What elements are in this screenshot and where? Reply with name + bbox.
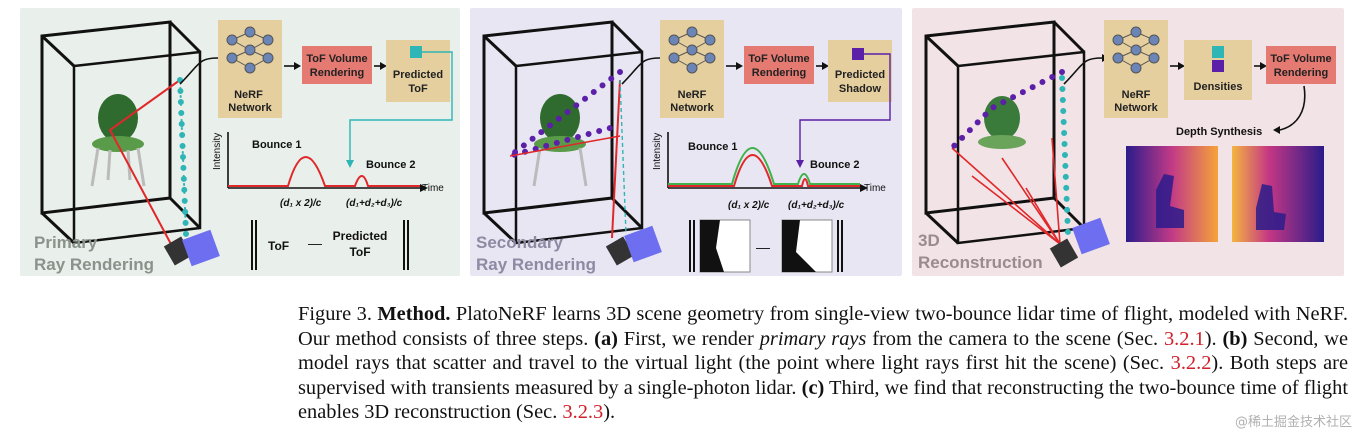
neural-net-icon	[668, 26, 716, 74]
teal-dots	[179, 79, 187, 235]
svg-text:ToF: ToF	[268, 239, 289, 253]
figure-number: Figure 3.	[298, 303, 372, 325]
neural-net-icon	[1112, 26, 1160, 74]
depth-map-2	[1232, 146, 1324, 242]
tof-volume-rendering-box	[302, 46, 372, 84]
svg-text:Bounce 1: Bounce 1	[688, 141, 738, 153]
svg-text:Intensity: Intensity	[652, 133, 663, 170]
section-ref-link[interactable]: 3.2.1	[1163, 327, 1205, 350]
neural-net-icon	[226, 26, 274, 74]
depth-map-1	[1126, 146, 1218, 242]
lidar-camera	[605, 225, 662, 266]
svg-text:Bounce 2: Bounce 2	[366, 159, 416, 171]
svg-text:(d₁+d₂+d₃)/c: (d₁+d₂+d₃)/c	[346, 198, 403, 209]
transient-plot: Intensity Time Bounce 1 Bounce 2 (d₁ x 2…	[652, 132, 886, 211]
tof-volume-rendering-box	[1266, 46, 1336, 84]
svg-text:—: —	[756, 239, 770, 255]
network-label-1: NeRF	[234, 89, 263, 101]
figure-caption: Figure 3. Method. PlatoNeRF learns 3D sc…	[298, 303, 1349, 424]
svg-text:Bounce 1: Bounce 1	[252, 139, 302, 151]
svg-text:(d₁ x 2)/c: (d₁ x 2)/c	[280, 198, 322, 209]
chair-image	[532, 94, 588, 187]
svg-text:NeRF Network: NeRF Network	[228, 89, 272, 114]
shadow-loss: —	[689, 219, 843, 273]
scene-cube	[482, 20, 644, 245]
purple-dots	[508, 69, 623, 159]
section-ref-link[interactable]: 3.2.2	[1170, 352, 1212, 375]
svg-text:Bounce 2: Bounce 2	[810, 159, 860, 171]
network-label-2: Network	[228, 102, 272, 114]
primary-ray	[108, 79, 181, 247]
scene-cube	[40, 20, 202, 245]
chair-image	[90, 94, 146, 187]
watermark: @稀土掘金技术社区	[1234, 415, 1352, 430]
tof-volume-rendering-box	[744, 46, 814, 84]
depth-synthesis-label: Depth Synthesis	[1176, 126, 1262, 138]
svg-text:Time: Time	[422, 183, 444, 194]
svg-text:Intensity: Intensity	[212, 133, 223, 170]
svg-text:Time: Time	[864, 183, 886, 194]
shadow-swatch	[852, 48, 864, 60]
section-ref-link[interactable]: 3.2.3	[562, 401, 604, 424]
tof-swatch	[410, 46, 422, 58]
transient-plot: Intensity Time Bounce 1 Bounce 2 (d₁ x 2…	[212, 132, 444, 209]
svg-text:(d₁+d₂+d₃)/c: (d₁+d₂+d₃)/c	[788, 200, 845, 211]
lidar-camera	[163, 229, 220, 267]
reconstruction-rays	[951, 137, 1061, 245]
svg-text:Densities: Densities	[1194, 81, 1243, 93]
lidar-camera	[1049, 217, 1110, 268]
method-label: Method.	[377, 303, 451, 325]
svg-text:(d₁ x 2)/c: (d₁ x 2)/c	[728, 200, 770, 211]
svg-text:—: —	[308, 235, 322, 251]
